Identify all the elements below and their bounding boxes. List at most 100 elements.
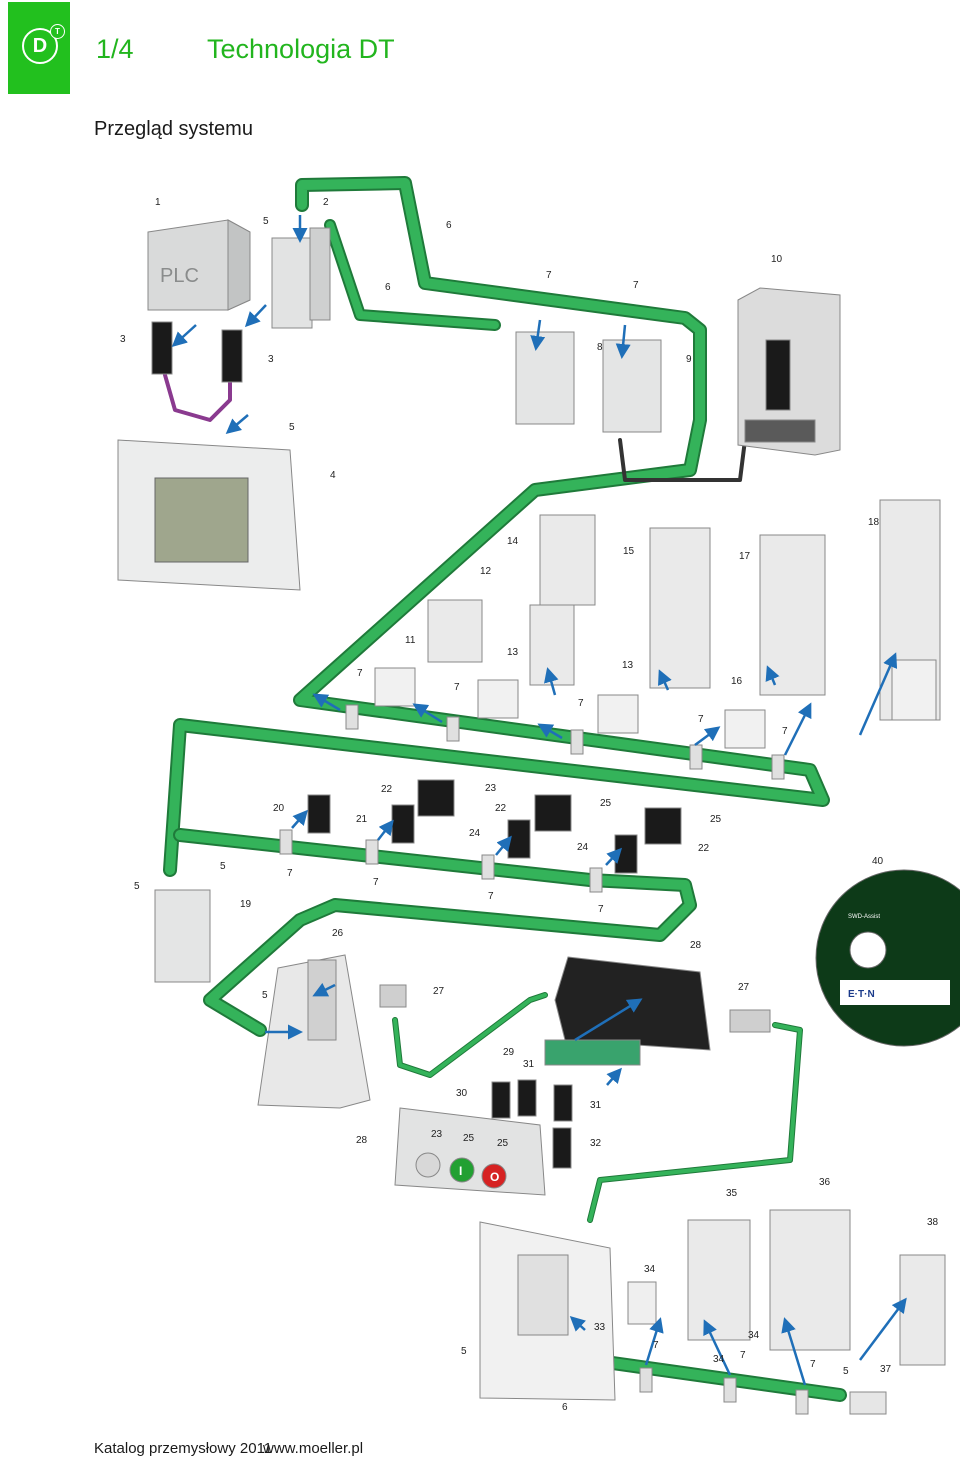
terminator-37 <box>849 1391 887 1415</box>
callout-number: 32 <box>590 1138 602 1149</box>
contactor-13a <box>529 604 575 686</box>
function-element-24b <box>614 834 638 874</box>
rail-tap-4 <box>689 744 703 770</box>
callout-number: 34 <box>748 1330 760 1341</box>
pcb-29 <box>544 1039 641 1066</box>
callout-number: 34 <box>644 1264 656 1275</box>
software-cd: SWD-Assist E·T·N <box>815 869 960 1047</box>
fixing-adapter-22a <box>417 779 455 817</box>
callout-number: 1 <box>155 197 161 208</box>
callout-number: 33 <box>594 1322 606 1333</box>
callout-number: 28 <box>356 1135 368 1146</box>
function-element-20 <box>307 794 331 834</box>
callout-number: 22 <box>381 784 393 795</box>
motor-starter-35 <box>687 1219 751 1341</box>
contactor-11 <box>427 599 483 663</box>
element-30 <box>491 1081 511 1119</box>
gateway-module-19 <box>154 889 211 983</box>
callout-number: 21 <box>356 814 368 825</box>
callout-labels: 1 2 3 3 4 5 5 6 6 7 7 8 9 10 11 12 13 13… <box>120 197 939 1413</box>
dt-module-16 <box>724 709 766 749</box>
callout-number: 31 <box>523 1059 535 1070</box>
callout-number: 11 <box>405 635 416 646</box>
soft-starter-38 <box>899 1254 946 1366</box>
dt-module-11 <box>374 667 416 707</box>
callout-number: 23 <box>431 1129 443 1140</box>
dt-module-13 <box>597 694 639 734</box>
push-button-white[interactable] <box>415 1152 441 1178</box>
connector-plug-right <box>221 329 243 383</box>
devices: PLC <box>117 219 960 1415</box>
dt-module-18 <box>891 659 937 721</box>
callout-number: 34 <box>713 1354 725 1365</box>
callout-number: 15 <box>623 546 635 557</box>
callout-number: 4 <box>330 470 336 481</box>
svg-text:I: I <box>459 1164 462 1178</box>
callout-number: 40 <box>872 856 884 867</box>
callout-number: 36 <box>819 1177 831 1188</box>
callout-number: 10 <box>771 254 783 265</box>
svg-text:E·T·N: E·T·N <box>848 989 875 1000</box>
callout-number: 25 <box>710 814 722 825</box>
connector-27b <box>729 1009 771 1033</box>
callout-number: 6 <box>446 220 452 231</box>
callout-number: 20 <box>273 803 285 814</box>
rail-tap-5 <box>771 754 785 780</box>
rail-tap-3 <box>570 729 584 755</box>
callout-number: 7 <box>653 1340 659 1351</box>
callout-number: 5 <box>134 881 140 892</box>
section-number: 1/4 <box>96 34 134 64</box>
callout-number: 5 <box>843 1366 849 1377</box>
callout-number: 7 <box>287 868 293 879</box>
callout-number: 27 <box>738 982 750 993</box>
callout-number: 24 <box>577 842 589 853</box>
callout-number: 9 <box>686 354 692 365</box>
callout-number: 18 <box>868 517 880 528</box>
callout-number: 12 <box>480 566 492 577</box>
distribution-module-33 <box>517 1254 569 1336</box>
rail-tap-10 <box>639 1367 653 1393</box>
plc-label: PLC <box>160 265 199 287</box>
callout-number: 16 <box>731 676 743 687</box>
rail-tap-11 <box>723 1377 737 1403</box>
callout-number: 7 <box>546 270 552 281</box>
callout-number: 3 <box>120 334 126 345</box>
callout-number: 5 <box>262 990 268 1001</box>
rail-tap-7 <box>365 839 379 865</box>
callout-number: 6 <box>562 1402 568 1413</box>
footer-website-link[interactable]: www.moeller.pl <box>263 1440 364 1457</box>
callout-number: 7 <box>454 682 460 693</box>
footer-catalog: Katalog przemysłowy 2011 <box>94 1440 273 1457</box>
motor-starter-36 <box>769 1209 851 1351</box>
dt-adapter-34a <box>627 1281 657 1325</box>
callout-number: 22 <box>698 843 710 854</box>
dt-module-12 <box>477 679 519 719</box>
callout-number: 7 <box>810 1359 816 1370</box>
callout-number: 7 <box>633 280 639 291</box>
callout-number: 24 <box>469 828 481 839</box>
callout-number: 7 <box>698 714 704 725</box>
callout-number: 6 <box>385 282 391 293</box>
rail-tap-6 <box>279 829 293 855</box>
element-31b <box>553 1084 573 1122</box>
motor-starter-15 <box>649 527 711 689</box>
connection-arrows <box>171 215 907 1386</box>
function-element-21 <box>391 804 415 844</box>
push-button-red[interactable] <box>481 1163 507 1189</box>
callout-number: 28 <box>690 940 702 951</box>
callout-number: 7 <box>373 877 379 888</box>
push-button-green[interactable] <box>449 1157 475 1183</box>
callout-number: 38 <box>927 1217 939 1228</box>
motor-starter-14 <box>539 514 596 606</box>
fixing-adapter-22b <box>534 794 572 832</box>
callout-number: 25 <box>497 1138 509 1149</box>
svg-text:O: O <box>490 1170 499 1184</box>
callout-number: 14 <box>507 536 519 547</box>
circuit-breaker <box>737 287 841 456</box>
callout-number: 25 <box>463 1133 475 1144</box>
callout-number: 26 <box>332 928 344 939</box>
callout-number: 13 <box>622 660 634 671</box>
